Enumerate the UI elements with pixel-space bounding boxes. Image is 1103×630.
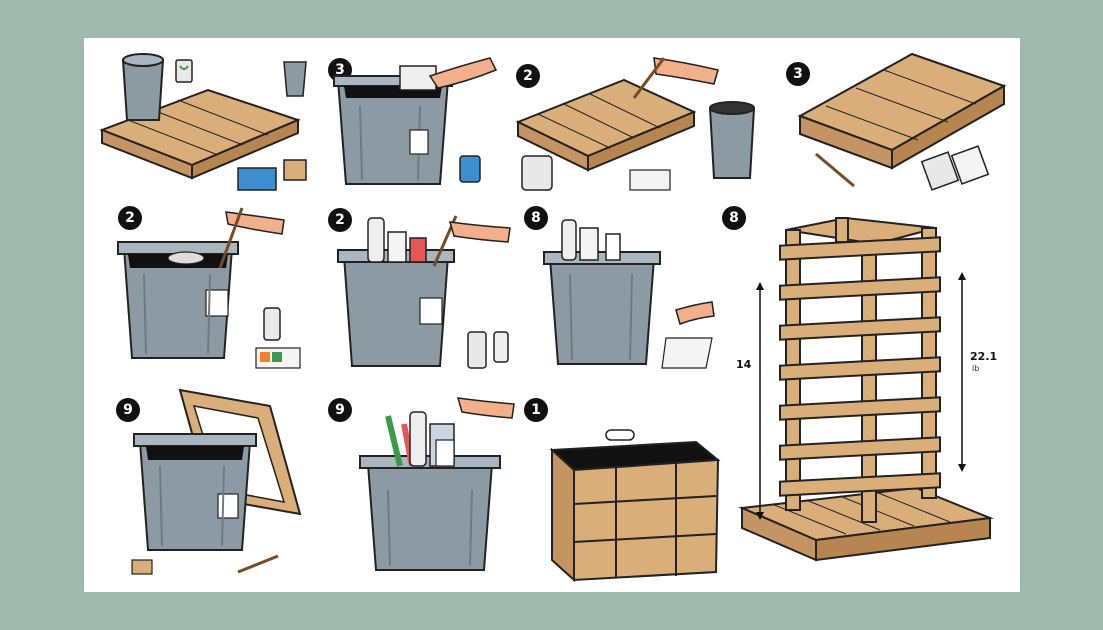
bin-with-tools — [117, 207, 301, 369]
step-badge-9b: 9 — [328, 398, 352, 422]
bin-with-bottles — [337, 215, 511, 369]
tower-height-left-label: 14 — [736, 358, 752, 371]
bin-with-frame — [131, 388, 302, 575]
bin-with-supplies — [543, 219, 715, 369]
pallet-with-rolls — [797, 52, 1007, 191]
step-badge-2c: 2 — [328, 208, 352, 232]
step-badge-2b: 2 — [118, 206, 142, 230]
pallet-with-bucket — [99, 53, 307, 191]
step-badge-3b: 3 — [786, 62, 810, 86]
step-badge-1: 1 — [524, 398, 548, 422]
step-badge-8b: 8 — [722, 206, 746, 230]
step-badge-8a: 8 — [524, 206, 548, 230]
tower-height-right-unit: lb — [972, 364, 980, 373]
illustration-panel: 3 2 3 2 2 8 8 9 9 1 — [84, 38, 1020, 592]
step-badge-9a: 9 — [116, 398, 140, 422]
pallet-with-pencil — [515, 57, 756, 191]
bin-with-label — [333, 57, 498, 185]
wooden-crate — [549, 429, 721, 583]
tower-height-right-label: 22.1 — [970, 350, 998, 363]
bin-full-of-tools — [359, 397, 515, 571]
stacked-crate-tower — [738, 216, 994, 562]
step-badge-2a: 2 — [516, 64, 540, 88]
